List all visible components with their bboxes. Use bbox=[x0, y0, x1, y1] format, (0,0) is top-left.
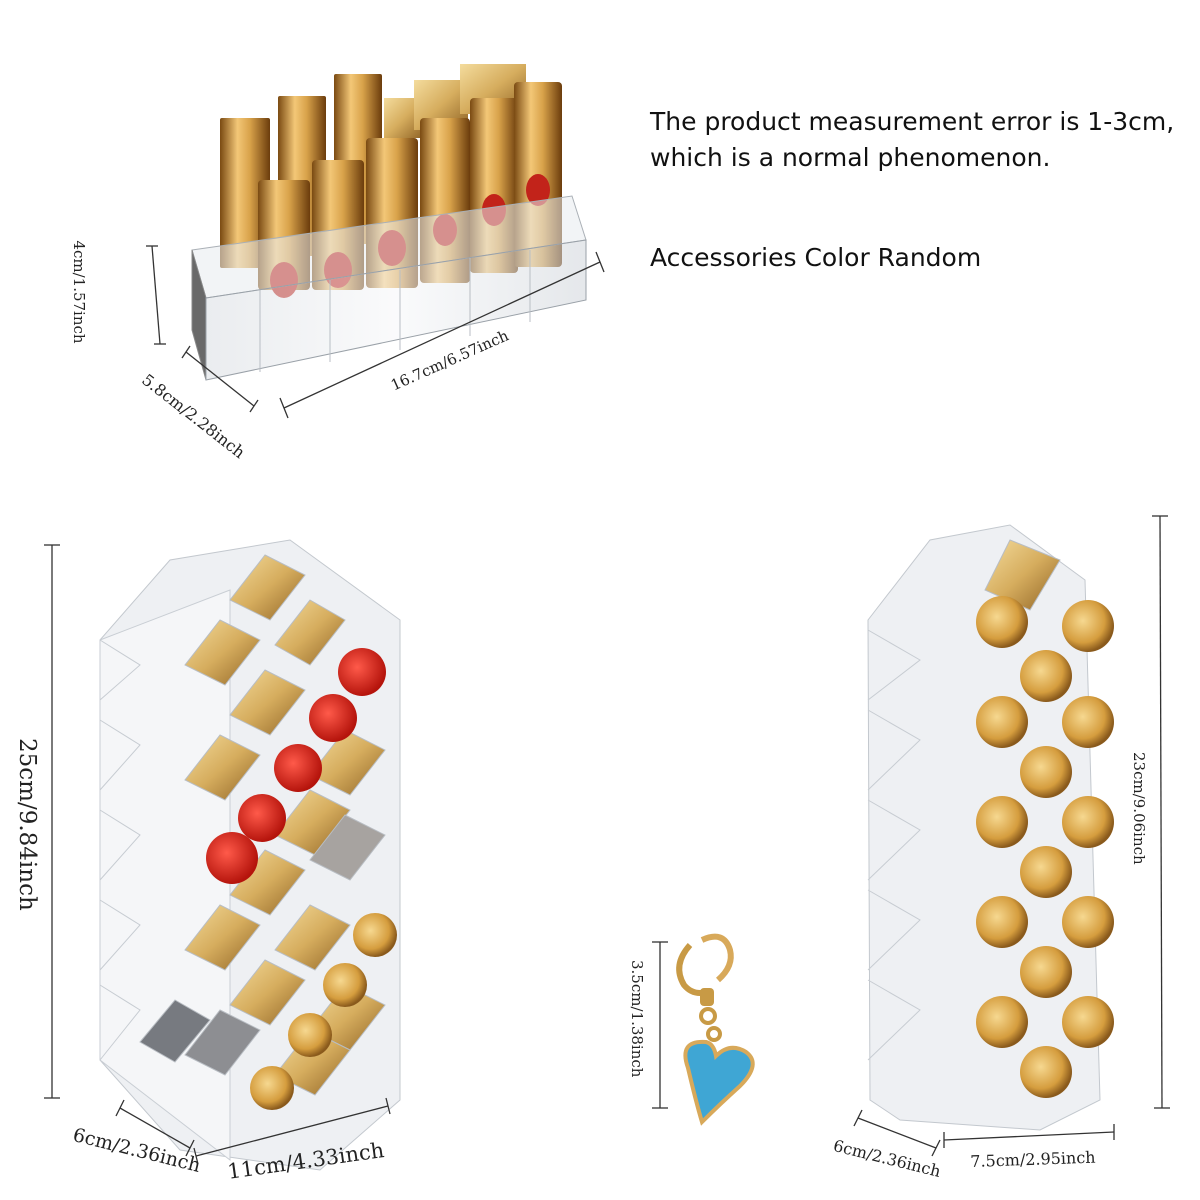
tall-left-height-label: 25cm/9.84inch bbox=[14, 738, 40, 911]
gold-lipsticks-left bbox=[250, 913, 397, 1110]
small-organizer-image bbox=[191, 64, 587, 381]
tall-right-height-label: 23cm/9.06inch bbox=[1130, 752, 1148, 865]
right-tall-dimension-lines bbox=[853, 515, 1170, 1157]
right-tall-organizer-image bbox=[867, 524, 1114, 1131]
left-tall-dimension-lines bbox=[44, 544, 391, 1165]
gold-lipsticks-right bbox=[976, 596, 1114, 1098]
keychain-image bbox=[676, 933, 755, 1126]
red-lipsticks bbox=[206, 648, 386, 884]
small-height-label: 4cm/1.57inch bbox=[70, 240, 88, 344]
accessories-note: Accessories Color Random bbox=[650, 243, 982, 272]
measurement-error-note: The product measurement error is 1-3cm, … bbox=[650, 107, 1175, 172]
keychain-dimension-line bbox=[652, 941, 668, 1109]
keychain-height-label: 3.5cm/1.38inch bbox=[628, 960, 646, 1078]
small-tray-dimension-lines bbox=[146, 245, 605, 419]
left-tall-organizer-image bbox=[99, 539, 401, 1171]
